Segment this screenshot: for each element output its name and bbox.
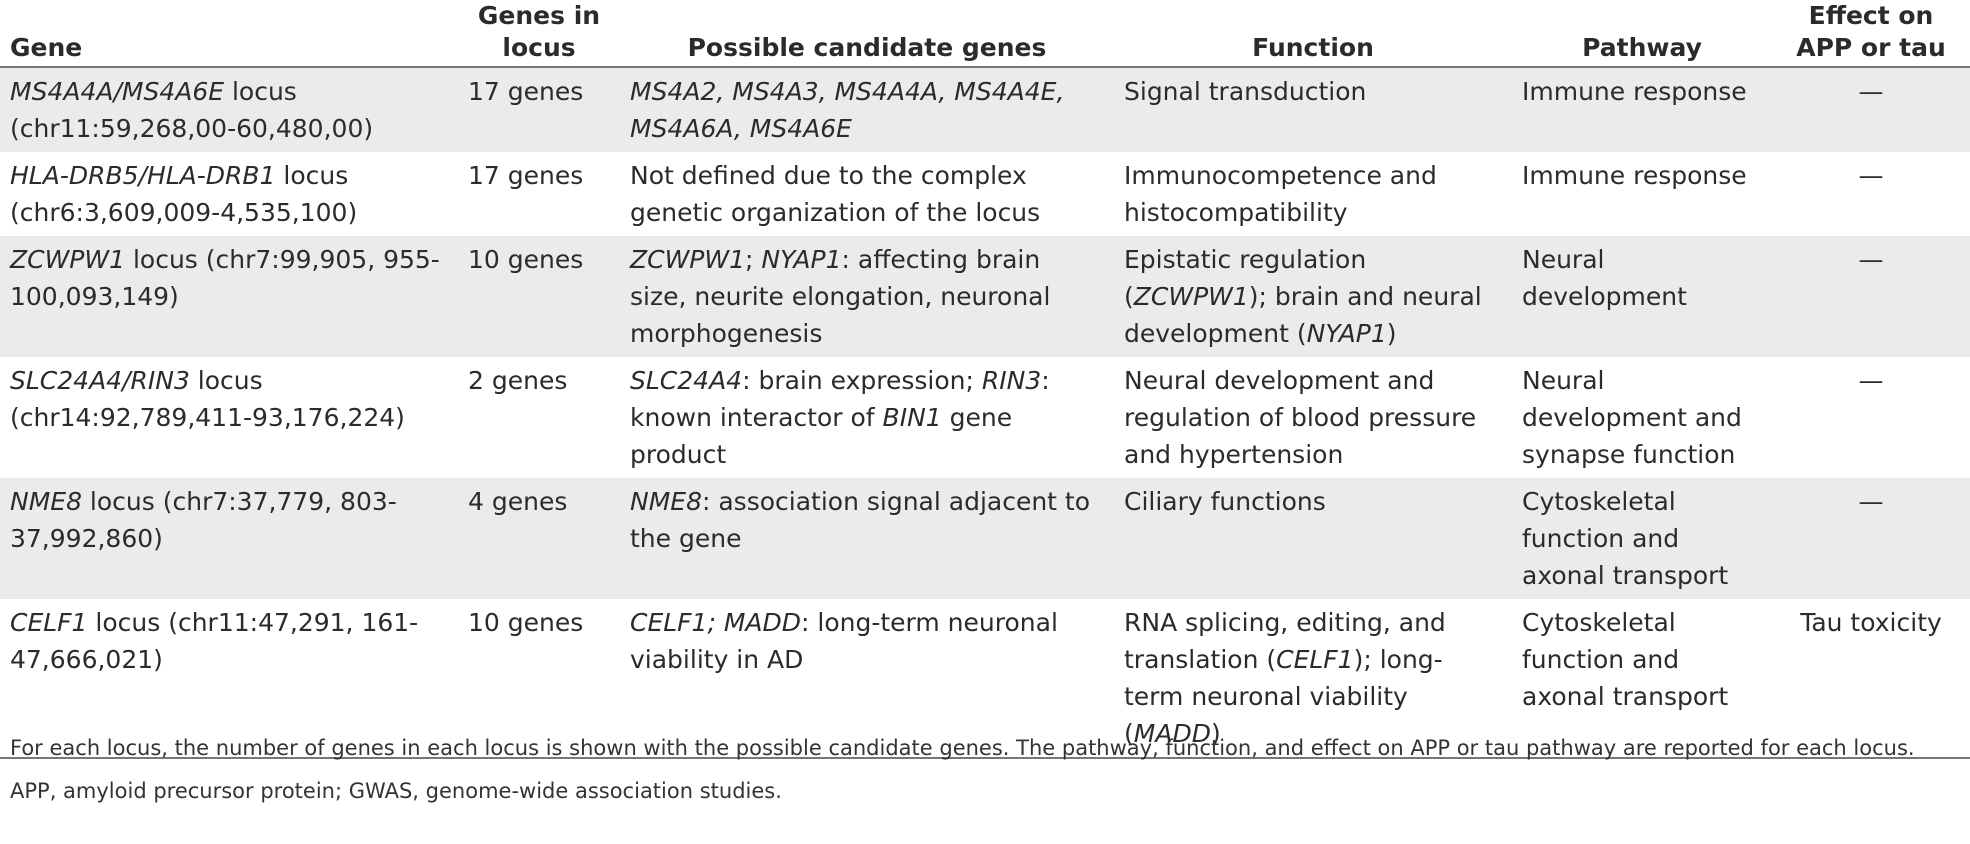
table-row: ZCWPW1 locus (chr7:99,905, 955-100,093,1… — [0, 236, 1970, 357]
footnote-main: For each locus, the number of genes in e… — [10, 736, 1915, 760]
cell-effect: — — [1858, 77, 1884, 106]
cell-function: Ciliary functions — [1114, 478, 1512, 599]
header-candidate-genes: Possible candidate genes — [687, 33, 1047, 62]
candidate-text: SLC24A4 — [630, 366, 743, 395]
function-text: RNA splicing, editing, and translation ( — [1124, 608, 1446, 674]
locus-coordinates: locus (chr7:99,905, 955-100,093,149) — [10, 245, 440, 311]
footnote-abbreviations: APP, amyloid precursor protein; GWAS, ge… — [10, 779, 782, 803]
cell-effect: — — [1858, 366, 1884, 395]
locus-coordinates: locus (chr6:3,609,009-4,535,100) — [10, 161, 358, 227]
cell-effect: Tau toxicity — [1800, 608, 1942, 637]
function-text: ) — [1386, 319, 1397, 348]
function-text: Neural development and regulation of blo… — [1124, 366, 1477, 469]
gene-name: CELF1 — [10, 608, 88, 637]
function-text: Ciliary functions — [1124, 487, 1326, 516]
candidate-text: : brain expression; — [742, 366, 982, 395]
candidate-text: CELF1; MADD — [630, 608, 802, 637]
table-row: MS4A4A/MS4A6E locus (chr11:59,268,00-60,… — [0, 67, 1970, 152]
cell-pathway: Immune response — [1522, 77, 1747, 106]
candidate-text: NYAP1 — [761, 245, 842, 274]
locus-coordinates: locus (chr11:59,268,00-60,480,00) — [10, 77, 374, 143]
cell-gene: CELF1 locus (chr11:47,291, 161-47,666,02… — [0, 599, 458, 758]
table-row: NME8 locus (chr7:37,779, 803-37,992,860)… — [0, 478, 1970, 599]
function-text: ) — [1210, 719, 1221, 748]
cell-pathway: Neural development — [1522, 245, 1687, 311]
gene-name: HLA-DRB5/HLA-DRB1 — [10, 161, 276, 190]
gwas-loci-table-container: Gene Genes in locus Possible candidate g… — [0, 0, 1970, 758]
cell-pathway: Cytoskeletal function and axonal transpo… — [1522, 487, 1729, 590]
cell-pathway: Neural development and synapse function — [1522, 366, 1742, 469]
function-text: CELF1 — [1276, 645, 1354, 674]
gene-name: MS4A4A/MS4A6E — [10, 77, 225, 106]
cell-candidate-genes: CELF1; MADD: long-term neuronal viabilit… — [620, 599, 1114, 758]
cell-candidate-genes: ZCWPW1; NYAP1: affecting brain size, neu… — [620, 236, 1114, 357]
cell-function: Neural development and regulation of blo… — [1114, 357, 1512, 478]
table-body: MS4A4A/MS4A6E locus (chr11:59,268,00-60,… — [0, 67, 1970, 758]
cell-gene: MS4A4A/MS4A6E locus (chr11:59,268,00-60,… — [0, 67, 458, 152]
candidate-text: : affecting brain size, neurite elongati… — [630, 245, 1051, 348]
cell-genes-in-locus: 10 genes — [468, 245, 584, 274]
header-genes-in-locus: Genes in locus — [477, 1, 601, 62]
function-text: ); long-term neuronal viability ( — [1124, 645, 1443, 748]
function-text: Epistatic regulation ( — [1124, 245, 1367, 311]
cell-genes-in-locus: 17 genes — [468, 161, 584, 190]
candidate-text: gene product — [630, 403, 1013, 469]
function-text: Signal transduction — [1124, 77, 1367, 106]
cell-genes-in-locus: 4 genes — [468, 487, 568, 516]
candidate-text: : long-term neuronal viability in AD — [630, 608, 1058, 674]
candidate-text: NME8 — [630, 487, 702, 516]
function-text: NYAP1 — [1306, 319, 1387, 348]
candidate-text: ZCWPW1 — [630, 245, 746, 274]
candidate-text: BIN1 — [882, 403, 942, 432]
cell-function: RNA splicing, editing, and translation (… — [1114, 599, 1512, 758]
cell-candidate-genes: NME8: association signal adjacent to the… — [620, 478, 1114, 599]
cell-genes-in-locus: 17 genes — [468, 77, 584, 106]
table-row: SLC24A4/RIN3 locus (chr14:92,789,411-93,… — [0, 357, 1970, 478]
candidate-text: : association signal adjacent to the gen… — [630, 487, 1091, 553]
table-row: CELF1 locus (chr11:47,291, 161-47,666,02… — [0, 599, 1970, 758]
candidate-text: Not defined due to the complex genetic o… — [630, 161, 1041, 227]
candidate-text: MS4A2, MS4A3, MS4A4A, MS4A4E, MS4A6A, MS… — [630, 77, 1065, 143]
locus-coordinates: locus (chr7:37,779, 803-37,992,860) — [10, 487, 397, 553]
candidate-text: : known interactor of — [630, 366, 1050, 432]
table-footnotes: For each locus, the number of genes in e… — [10, 733, 1950, 819]
cell-effect: — — [1858, 487, 1884, 516]
cell-gene: ZCWPW1 locus (chr7:99,905, 955-100,093,1… — [0, 236, 458, 357]
cell-function: Signal transduction — [1114, 67, 1512, 152]
cell-genes-in-locus: 10 genes — [468, 608, 584, 637]
cell-function: Epistatic regulation (ZCWPW1); brain and… — [1114, 236, 1512, 357]
cell-genes-in-locus: 2 genes — [468, 366, 568, 395]
gene-name: SLC24A4/RIN3 — [10, 366, 190, 395]
table-row: HLA-DRB5/HLA-DRB1 locus (chr6:3,609,009-… — [0, 152, 1970, 236]
table-header: Gene Genes in locus Possible candidate g… — [0, 0, 1970, 67]
cell-effect: — — [1858, 161, 1884, 190]
locus-coordinates: locus (chr14:92,789,411-93,176,224) — [10, 366, 405, 432]
header-effect: Effect on APP or tau — [1796, 1, 1946, 62]
header-row: Gene Genes in locus Possible candidate g… — [0, 0, 1970, 67]
cell-pathway: Immune response — [1522, 161, 1747, 190]
header-gene: Gene — [10, 33, 83, 62]
cell-function: Immunocompetence and histocompatibility — [1114, 152, 1512, 236]
cell-gene: SLC24A4/RIN3 locus (chr14:92,789,411-93,… — [0, 357, 458, 478]
cell-candidate-genes: SLC24A4: brain expression; RIN3: known i… — [620, 357, 1114, 478]
locus-coordinates: locus (chr11:47,291, 161-47,666,021) — [10, 608, 419, 674]
cell-pathway: Cytoskeletal function and axonal transpo… — [1522, 608, 1729, 711]
candidate-text: ; — [745, 245, 762, 274]
header-function: Function — [1252, 33, 1374, 62]
gene-name: ZCWPW1 — [10, 245, 126, 274]
header-pathway: Pathway — [1582, 33, 1702, 62]
function-text: ZCWPW1 — [1133, 282, 1249, 311]
cell-effect: — — [1858, 245, 1884, 274]
function-text: MADD — [1133, 719, 1211, 748]
function-text: Immunocompetence and histocompatibility — [1124, 161, 1437, 227]
cell-candidate-genes: Not defined due to the complex genetic o… — [620, 152, 1114, 236]
function-text: ); brain and neural development ( — [1124, 282, 1482, 348]
gene-name: NME8 — [10, 487, 82, 516]
cell-candidate-genes: MS4A2, MS4A3, MS4A4A, MS4A4E, MS4A6A, MS… — [620, 67, 1114, 152]
cell-gene: NME8 locus (chr7:37,779, 803-37,992,860) — [0, 478, 458, 599]
candidate-text: RIN3 — [981, 366, 1042, 395]
cell-gene: HLA-DRB5/HLA-DRB1 locus (chr6:3,609,009-… — [0, 152, 458, 236]
gwas-loci-table: Gene Genes in locus Possible candidate g… — [0, 0, 1970, 758]
